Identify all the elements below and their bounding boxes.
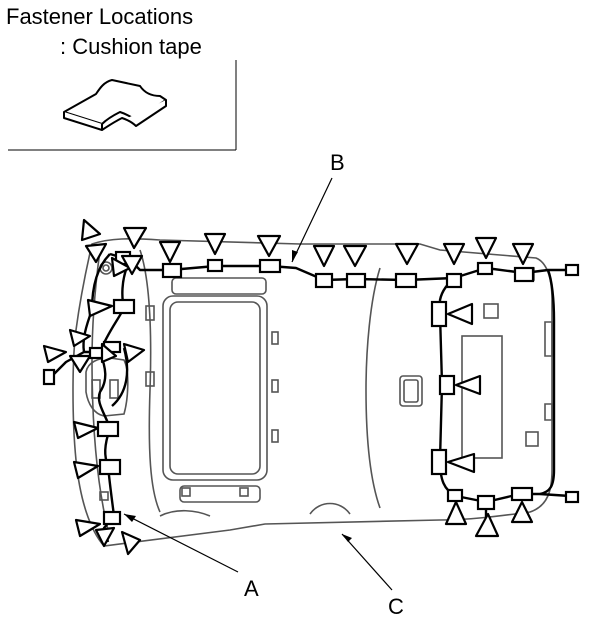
rect-connector-icon — [112, 298, 136, 315]
triangle-clip-icon — [442, 242, 466, 266]
rect-connector-icon — [564, 263, 580, 277]
triangle-clip-icon — [120, 254, 144, 276]
triangle-clip-icon — [94, 526, 116, 548]
triangle-clip-icon — [158, 240, 182, 264]
triangle-clip-icon — [86, 298, 114, 318]
rect-connector-icon — [564, 490, 580, 504]
rect-connector-icon — [445, 272, 463, 289]
triangle-clip-icon — [120, 530, 142, 556]
triangle-clip-icon — [446, 452, 476, 474]
triangle-clip-icon — [474, 512, 500, 538]
triangle-clip-icon — [256, 234, 282, 258]
callout-arrowheads — [124, 250, 352, 542]
triangle-clip-icon — [444, 500, 468, 526]
triangle-clip-icon — [122, 342, 146, 364]
triangle-clip-icon — [42, 344, 68, 364]
triangle-clip-icon — [446, 302, 474, 326]
triangle-clip-icon — [454, 374, 482, 396]
legend-title: Fastener Locations — [6, 4, 194, 29]
triangle-clip-icon — [74, 518, 102, 538]
triangle-clip-icon — [80, 218, 102, 242]
triangle-clip-icon — [68, 354, 92, 374]
triangle-clip-icon — [474, 236, 498, 260]
triangle-clips — [42, 218, 535, 556]
rect-connector-icon — [98, 458, 122, 476]
triangle-clip-icon — [394, 242, 420, 266]
rect-connector-icon — [430, 300, 448, 328]
sunroof-opening — [162, 277, 279, 503]
triangle-clip-icon — [510, 500, 534, 524]
rect-connector-icon — [476, 494, 496, 511]
rect-connector-icon — [314, 272, 334, 289]
triangle-clip-icon — [203, 232, 227, 256]
rect-connector-icon — [438, 374, 456, 396]
legend: Fastener Locations : Cushion tape — [0, 0, 236, 150]
triangle-clip-icon — [68, 328, 92, 348]
callout-label-a: A — [244, 576, 259, 601]
rect-connector-icon — [258, 258, 282, 274]
rect-connector-icon — [394, 272, 418, 289]
triangle-clip-icon — [72, 460, 100, 480]
triangle-clip-icon — [511, 242, 535, 266]
triangle-clip-icon — [100, 342, 118, 364]
rect-connector-icon — [42, 368, 56, 386]
rect-connector-icon — [161, 262, 183, 279]
rect-connector-icon — [510, 486, 534, 502]
connectors — [42, 250, 580, 526]
rear-console — [159, 267, 539, 517]
rect-connector-icon — [206, 258, 224, 273]
rect-connector-icon — [430, 448, 448, 476]
legend-frame — [8, 60, 237, 151]
rect-connector-icon — [513, 266, 535, 283]
callout-leaders — [123, 177, 393, 591]
triangle-clip-icon — [110, 256, 132, 278]
triangle-clip-icon — [84, 242, 108, 264]
rect-connector-icon — [102, 510, 122, 526]
legend-item-cushion-tape: : Cushion tape — [60, 34, 202, 59]
triangle-clip-icon — [312, 244, 336, 268]
front-console — [85, 261, 155, 501]
rect-connector-icon — [96, 420, 120, 438]
rect-connector-icon — [446, 488, 464, 503]
rect-connector-icon — [345, 272, 367, 289]
callout-label-c: C — [388, 594, 404, 619]
triangle-clip-icon — [72, 420, 100, 440]
callout-label-b: B — [330, 150, 345, 175]
triangle-clip-icon — [122, 226, 148, 250]
triangle-clip-icon — [342, 244, 368, 268]
cushion-tape-icon — [63, 79, 167, 131]
rect-connector-icon — [476, 261, 494, 276]
